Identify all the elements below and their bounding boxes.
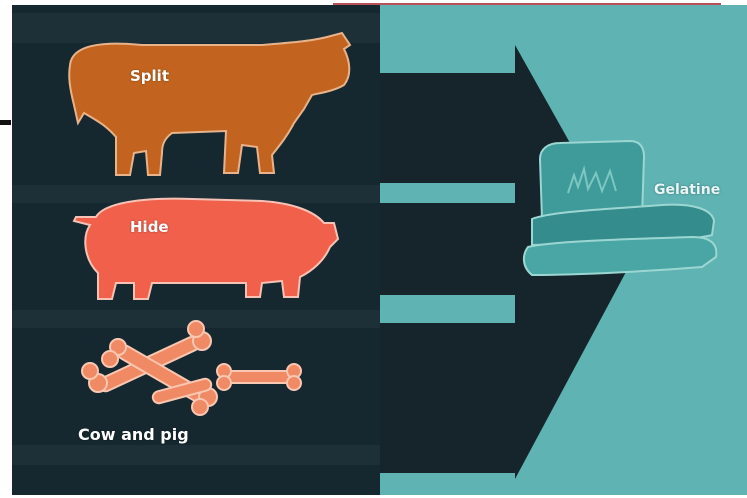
- pig-icon: [74, 199, 338, 299]
- arrow-gap: [380, 295, 515, 323]
- split-label: Split: [130, 67, 169, 85]
- edge-mark: [0, 120, 11, 125]
- arrow-gap: [380, 183, 515, 203]
- bones-label: Cow and pig: [78, 425, 189, 444]
- hide-label: Hide: [130, 218, 169, 236]
- gelatine-label: Gelatine: [654, 182, 720, 198]
- stripe: [12, 445, 380, 465]
- diagram: Split Hide Cow and pig Gelatine: [12, 5, 747, 495]
- diagram-canvas: [12, 5, 747, 495]
